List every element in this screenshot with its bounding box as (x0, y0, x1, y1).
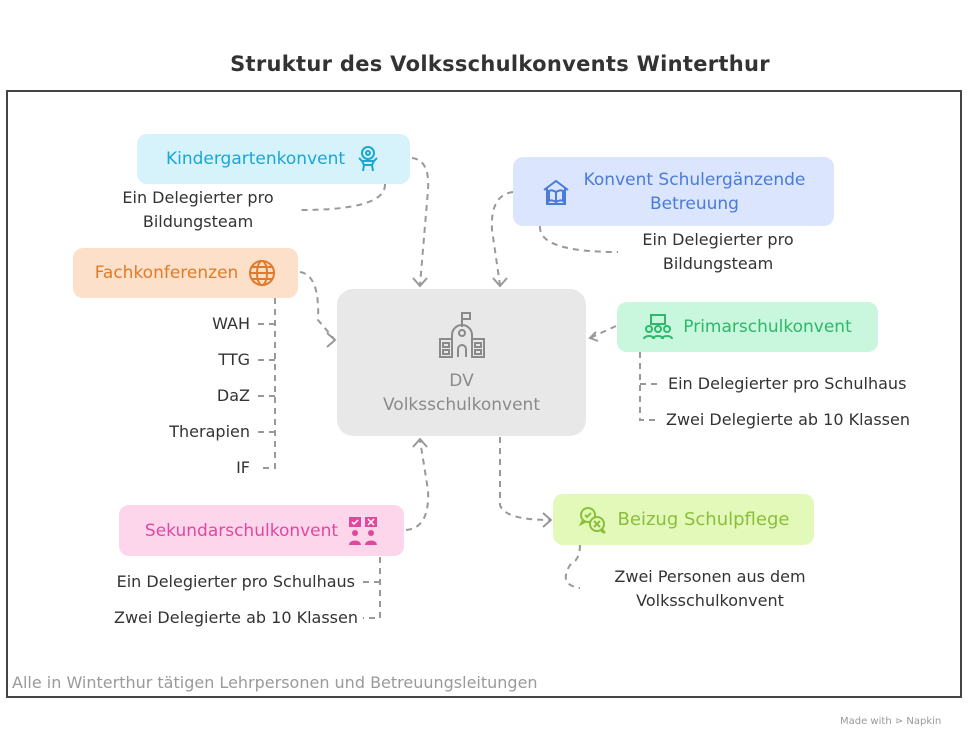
footer-note: Alle in Winterthur tätigen Lehrpersonen … (12, 673, 538, 692)
sekundar-item-2: Zwei Delegierte ab 10 Klassen (114, 608, 358, 627)
node-fachkonferenzen: Fachkonferenzen (73, 248, 298, 298)
beizug-label: Beizug Schulpflege (617, 508, 790, 530)
center-line1: DV (449, 370, 474, 391)
fachkonferenzen-label: Fachkonferenzen (94, 263, 239, 283)
sekundar-item-1: Ein Delegierter pro Schulhaus (116, 572, 355, 591)
fach-item-ttg: TTG (218, 350, 250, 369)
school-icon (437, 309, 487, 359)
desc-line: Bildungsteam (142, 212, 254, 231)
house-book-icon (542, 178, 570, 206)
sekundar-label: Sekundarschulkonvent (144, 520, 339, 541)
primar-label: Primarschulkonvent (683, 317, 852, 337)
fach-item-daz: DaZ (216, 386, 250, 405)
schulergaenzend-label-2: Betreuung (650, 193, 739, 214)
desc-line: Ein Delegierter pro (642, 230, 794, 249)
fach-item-if: IF (236, 458, 250, 477)
kindergarten-label: Kindergartenkonvent (165, 149, 346, 169)
node-beizug-schulpflege: Beizug Schulpflege (553, 494, 814, 545)
primar-item-2: Zwei Delegierte ab 10 Klassen (666, 410, 910, 429)
outer-frame (6, 90, 962, 698)
center-line2: Volksschulkonvent (383, 394, 540, 415)
desc-line: Ein Delegierter pro (122, 188, 274, 207)
node-sekundarschulkonvent: Sekundarschulkonvent (119, 505, 404, 556)
node-primarschulkonvent: Primarschulkonvent (617, 302, 878, 352)
child-icon (355, 145, 381, 173)
desc-line: Bildungsteam (662, 254, 774, 273)
center-node-dv-volksschulkonvent: DV Volksschulkonvent (337, 289, 586, 436)
node-kindergartenkonvent: Kindergartenkonvent (137, 134, 410, 184)
fach-item-therapien: Therapien (169, 422, 250, 441)
desc-line: Zwei Personen aus dem (614, 567, 806, 586)
desc-line: Volksschulkonvent (636, 591, 784, 610)
classroom-icon (643, 313, 674, 341)
schulergaenzend-label-1: Konvent Schulergänzende (583, 169, 806, 190)
vote-icon (348, 516, 378, 546)
primar-item-1: Ein Delegierter pro Schulhaus (668, 374, 907, 393)
made-with-napkin: Made with ⋗ Napkin (840, 716, 942, 727)
fach-item-wah: WAH (212, 314, 250, 333)
diagram-title: Struktur des Volksschulkonvents Winterth… (230, 52, 770, 76)
globe-icon (248, 259, 276, 287)
chat-icon (578, 505, 608, 535)
